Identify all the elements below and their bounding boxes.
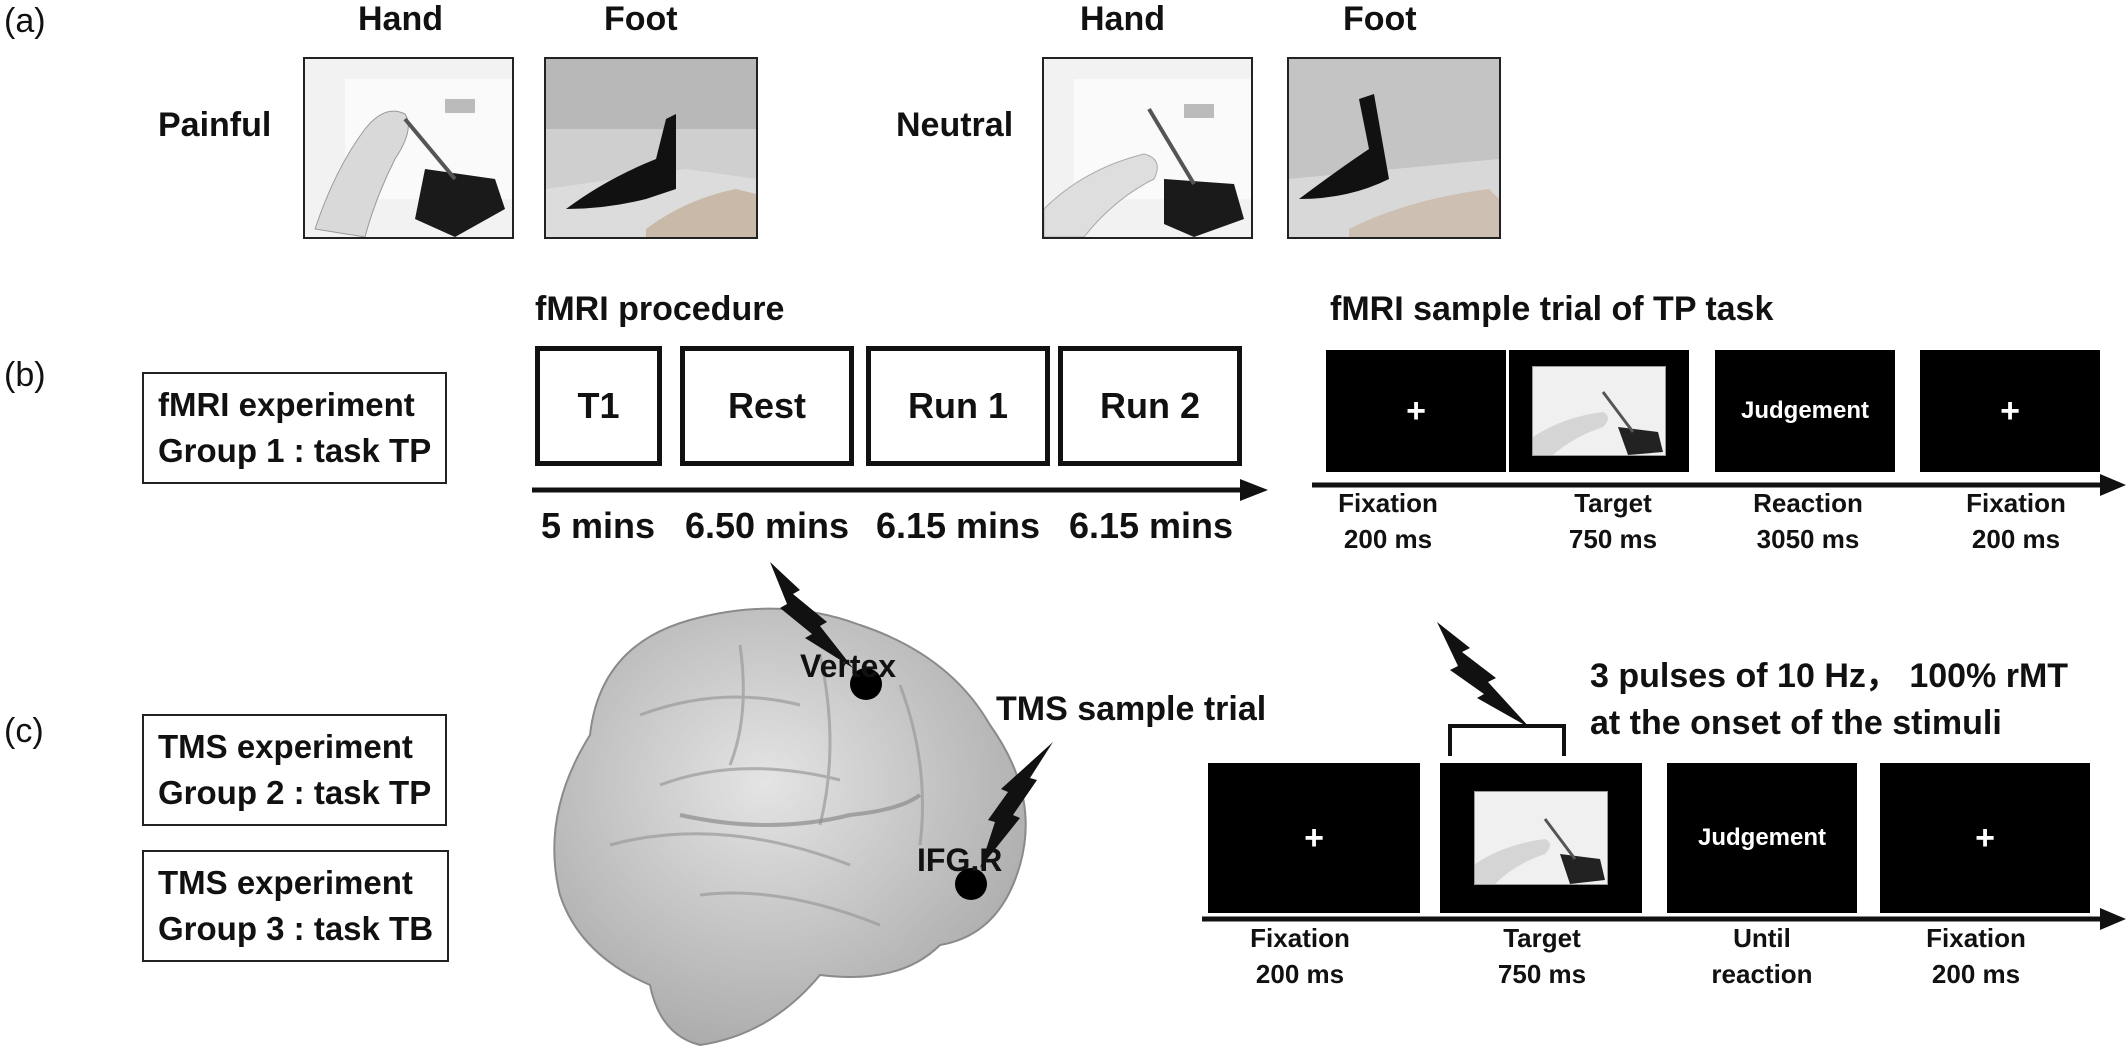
tms-group3-box: TMS experiment Group 3 : task TB [142, 850, 450, 962]
row-label-painful: Painful [158, 106, 272, 144]
fmri-screen-fixation-2-content: + [2000, 391, 2020, 430]
brain-shape [553, 607, 1027, 1047]
fmri-screen-fixation-1: + [1326, 350, 1506, 472]
tms-trial-title: TMS sample trial [996, 690, 1267, 728]
tms-screen-target [1440, 763, 1642, 913]
tms-pulse-line2: at the onset of the stimuli [1590, 704, 2002, 742]
neutral-foot-image [1289, 59, 1499, 237]
fmri-caption-fixation-2: Fixation 200 ms [1966, 485, 2066, 557]
site-label-vertex: Vertex [800, 648, 897, 684]
tms-screen-fixation-1: + [1208, 763, 1420, 913]
tms-screen-fixation-1-content: + [1304, 818, 1324, 857]
tms-pulse-line1: 3 pulses of 10 Hz， 100% rMT [1590, 657, 2069, 695]
tms-caption-fixation-2-line1: Fixation [1926, 923, 2026, 953]
fmri-experiment-box: fMRI experiment Group 1 : task TP [142, 372, 448, 484]
procedure-step-rest: Rest [680, 346, 854, 466]
tms-caption-until-reaction-line2: reaction [1711, 959, 1813, 989]
fmri-trial-timeline-arrow [1312, 474, 2126, 496]
tms-caption-until-reaction: Until reaction [1711, 920, 1812, 992]
tms-group3-line1: TMS experiment [158, 864, 413, 901]
tms-group2-line1: TMS experiment [158, 728, 413, 765]
row-label-neutral: Neutral [896, 106, 1014, 144]
photo-painful-foot [544, 57, 758, 239]
tms-caption-fixation-2-line2: 200 ms [1931, 959, 2021, 989]
tms-target-hand-image [1475, 792, 1607, 884]
tms-screen-fixation-2: + [1880, 763, 2090, 913]
tms-screen-fixation-2-content: + [1975, 818, 1995, 857]
tms-group2-box: TMS experiment Group 2 : task TP [142, 714, 448, 826]
procedure-step-run1: Run 1 [866, 346, 1050, 466]
fmri-caption-target: Target 750 ms [1569, 485, 1657, 557]
tms-pulse-bracket [1448, 724, 1566, 756]
stimulation-site-dot-ifg [955, 868, 987, 900]
col-label-foot-1: Foot [604, 0, 678, 38]
tms-caption-fixation-1: Fixation 200 ms [1250, 920, 1350, 992]
neutral-hand-image [1044, 59, 1251, 237]
procedure-duration-rest: 6.50 mins [684, 505, 850, 546]
fmri-target-hand-image [1533, 367, 1665, 455]
lightning-bolt-icon-tms-pulse [1437, 622, 1530, 728]
fmri-caption-fixation-2-line1: Fixation [1966, 488, 2066, 518]
procedure-step-rest-label: Rest [727, 385, 807, 426]
fmri-screen-target [1509, 350, 1689, 472]
procedure-duration-t1: 5 mins [540, 505, 656, 546]
lightning-bolt-icon-ifg [980, 742, 1053, 868]
panel-c-letter: (c) [4, 712, 44, 750]
tms-caption-until-reaction-line1: Until [1733, 923, 1791, 953]
procedure-duration-run2: 6.15 mins [1068, 505, 1234, 546]
fmri-caption-fixation-1: Fixation 200 ms [1338, 485, 1438, 557]
fmri-caption-reaction-line2: 3050 ms [1756, 524, 1860, 554]
procedure-step-t1-label: T1 [577, 385, 620, 426]
panel-b-letter: (b) [4, 356, 46, 394]
procedure-timeline-arrow [532, 479, 1268, 501]
col-label-hand-2: Hand [1080, 0, 1165, 38]
procedure-step-t1: T1 [535, 346, 662, 466]
fmri-target-image [1532, 366, 1666, 456]
tms-caption-target-line2: 750 ms [1497, 959, 1587, 989]
procedure-step-run1-label: Run 1 [907, 385, 1008, 426]
fmri-caption-reaction: Reaction 3050 ms [1753, 485, 1863, 557]
tms-screen-judgement: Judgement [1667, 763, 1857, 913]
fmri-screen-fixation-1-content: + [1406, 391, 1426, 430]
tms-group2-line2: Group 2 : task TP [158, 774, 432, 811]
tms-target-image [1474, 791, 1608, 885]
tms-caption-fixation-2: Fixation 200 ms [1926, 920, 2026, 992]
tms-group3-line2: Group 3 : task TB [158, 910, 434, 947]
tms-caption-target-line1: Target [1503, 923, 1581, 953]
painful-hand-image [305, 59, 512, 237]
photo-neutral-foot [1287, 57, 1501, 239]
fmri-caption-fixation-2-line2: 200 ms [1971, 524, 2061, 554]
col-label-hand-1: Hand [358, 0, 443, 38]
procedure-step-run2-label: Run 2 [1099, 385, 1200, 426]
fmri-caption-reaction-line1: Reaction [1753, 488, 1863, 518]
fmri-caption-fixation-1-line1: Fixation [1338, 488, 1438, 518]
fmri-screen-judgement-content: Judgement [1740, 397, 1869, 424]
fmri-experiment-line1: fMRI experiment [158, 386, 415, 423]
procedure-step-run2: Run 2 [1058, 346, 1242, 466]
fmri-caption-fixation-1-line2: 200 ms [1343, 524, 1433, 554]
fmri-caption-target-line2: 750 ms [1568, 524, 1658, 554]
fmri-trial-title: fMRI sample trial of TP task [1330, 290, 1774, 328]
painful-foot-image [546, 59, 756, 237]
fmri-caption-target-line1: Target [1574, 488, 1652, 518]
tms-caption-fixation-1-line1: Fixation [1250, 923, 1350, 953]
tms-caption-target: Target 750 ms [1498, 920, 1586, 992]
procedure-duration-run1: 6.15 mins [875, 505, 1041, 546]
lightning-bolt-icon-vertex [770, 562, 853, 668]
photo-neutral-hand [1042, 57, 1253, 239]
fmri-screen-judgement: Judgement [1715, 350, 1895, 472]
panel-a-letter: (a) [4, 2, 46, 40]
fmri-procedure-title: fMRI procedure [535, 290, 785, 328]
fmri-experiment-line2: Group 1 : task TP [158, 432, 432, 469]
site-label-ifg: IFG.R [917, 842, 1003, 878]
photo-painful-hand [303, 57, 514, 239]
stimulation-site-dot-vertex [850, 668, 882, 700]
tms-screen-judgement-content: Judgement [1697, 824, 1826, 851]
tms-caption-fixation-1-line2: 200 ms [1255, 959, 1345, 989]
col-label-foot-2: Foot [1343, 0, 1417, 38]
tms-trial-timeline-arrow [1202, 908, 2126, 930]
fmri-screen-fixation-2: + [1920, 350, 2100, 472]
